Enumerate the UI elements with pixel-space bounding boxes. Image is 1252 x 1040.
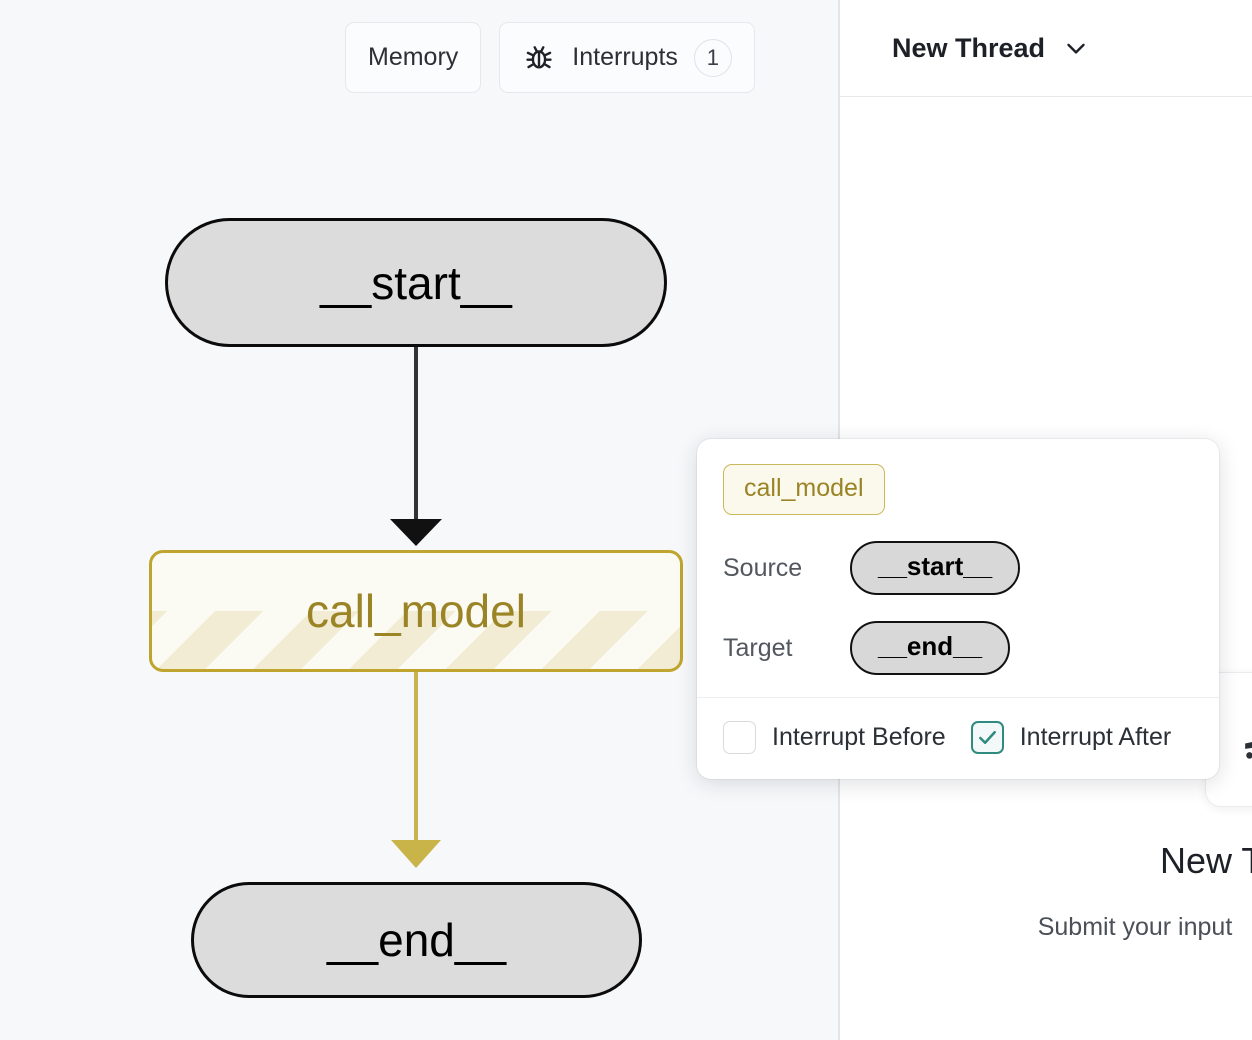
graph-node-end-label: __end__ bbox=[326, 914, 507, 966]
popover-node-badge[interactable]: call_model bbox=[723, 464, 885, 515]
interrupt-after-checkbox[interactable]: Interrupt After bbox=[970, 721, 1172, 754]
empty-state-subtitle: Submit your input bbox=[1037, 913, 1233, 941]
graph-node-start[interactable]: __start__ bbox=[165, 218, 667, 347]
graph-toolbar: Memory Interrupts 1 bbox=[345, 22, 755, 93]
popover-body: call_model Source __start__ Target __end… bbox=[697, 439, 1219, 697]
graph-node-call-model-label: call_model bbox=[306, 585, 526, 637]
edge-arrow-call-model-to-end bbox=[391, 840, 441, 868]
edge-arrow-start-to-call-model bbox=[390, 519, 442, 546]
thread-item-glyph-icon bbox=[1245, 742, 1252, 759]
bug-icon bbox=[526, 45, 552, 69]
interrupts-button-label: Interrupts bbox=[572, 43, 678, 71]
thread-title: New Thread bbox=[892, 32, 1046, 63]
popover-target-label: Target bbox=[723, 633, 793, 662]
chevron-down-icon bbox=[1067, 43, 1085, 54]
interrupt-before-label: Interrupt Before bbox=[772, 723, 946, 751]
thread-selector[interactable]: New Thread bbox=[840, 0, 1252, 97]
graph-node-end[interactable]: __end__ bbox=[191, 882, 642, 998]
interrupts-button[interactable]: Interrupts 1 bbox=[499, 22, 755, 93]
popover-source-chip[interactable]: __start__ bbox=[850, 541, 1021, 595]
thread-empty-state: New T Submit your input bbox=[838, 840, 1252, 942]
memory-button[interactable]: Memory bbox=[345, 22, 482, 93]
popover-source-row: Source __start__ bbox=[723, 541, 1193, 595]
popover-source-label: Source bbox=[723, 553, 803, 582]
interrupts-count-badge: 1 bbox=[693, 38, 732, 77]
empty-state-title: New T bbox=[1160, 840, 1252, 881]
popover-target-row: Target __end__ bbox=[723, 621, 1193, 675]
edge-config-popover: call_model Source __start__ Target __end… bbox=[697, 439, 1219, 779]
popover-target-chip[interactable]: __end__ bbox=[850, 621, 1011, 675]
graph-node-call-model[interactable]: call_model bbox=[149, 550, 683, 672]
graph-node-start-label: __start__ bbox=[320, 256, 512, 309]
check-icon bbox=[978, 730, 996, 745]
checkbox-unchecked-icon[interactable] bbox=[723, 721, 756, 754]
memory-button-label: Memory bbox=[368, 43, 459, 71]
checkbox-checked-icon[interactable] bbox=[970, 721, 1004, 754]
interrupt-before-checkbox[interactable]: Interrupt Before bbox=[723, 721, 946, 754]
interrupt-after-label: Interrupt After bbox=[1019, 723, 1172, 751]
popover-footer: Interrupt Before Interrupt After bbox=[697, 697, 1219, 779]
